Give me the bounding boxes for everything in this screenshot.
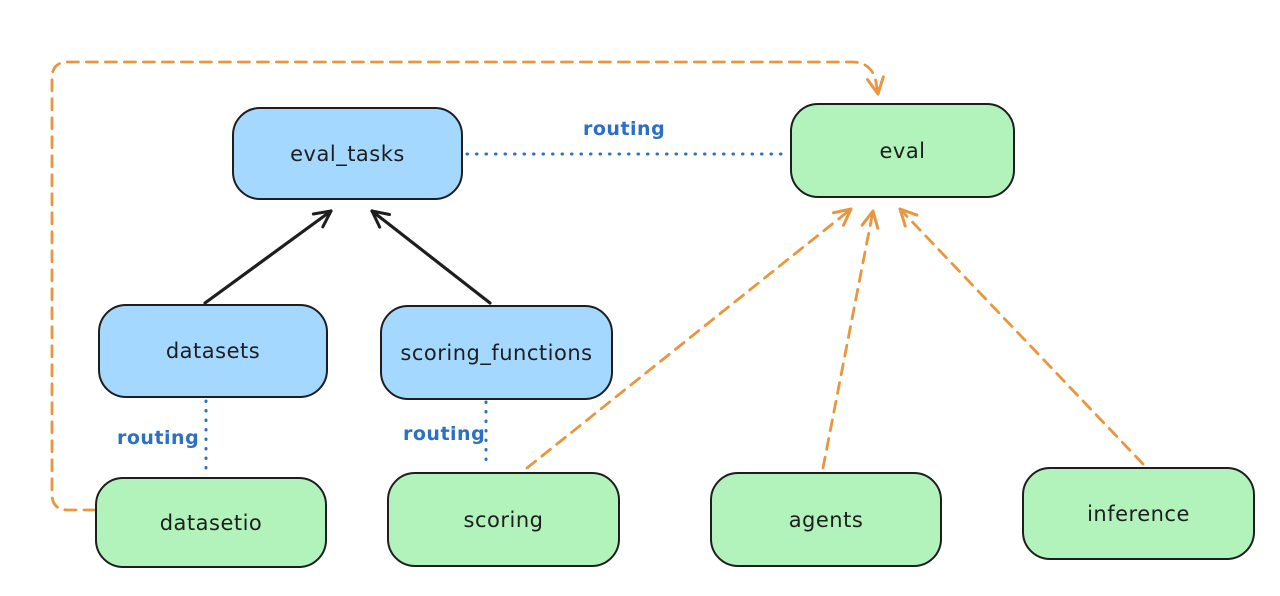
node-datasetio: datasetio bbox=[95, 477, 327, 568]
edge-scoring-to-eval bbox=[525, 207, 853, 470]
edge-datasetio-to-eval bbox=[50, 60, 885, 512]
edge-label-routing-datasets-datasetio: routing bbox=[117, 427, 200, 449]
edge-label-routing-eval-tasks-eval: routing bbox=[583, 118, 666, 140]
node-inference-label: inference bbox=[1087, 501, 1190, 526]
node-scoring-functions: scoring_functions bbox=[380, 305, 613, 400]
node-eval-tasks-label: eval_tasks bbox=[290, 141, 405, 166]
node-scoring: scoring bbox=[387, 472, 620, 567]
node-inference: inference bbox=[1022, 467, 1255, 560]
node-eval-tasks: eval_tasks bbox=[232, 107, 463, 200]
edge-scoring-functions-to-eval-tasks bbox=[370, 209, 492, 305]
node-scoring-functions-label: scoring_functions bbox=[400, 340, 593, 365]
node-scoring-label: scoring bbox=[463, 507, 544, 532]
node-eval-label: eval bbox=[879, 138, 926, 163]
edge-label-routing-scoring-functions-scoring: routing bbox=[403, 423, 486, 445]
edge-datasets-to-eval-tasks bbox=[203, 209, 333, 305]
node-agents-label: agents bbox=[788, 507, 864, 532]
node-agents: agents bbox=[710, 472, 942, 567]
node-eval: eval bbox=[790, 103, 1015, 198]
node-datasetio-label: datasetio bbox=[159, 510, 263, 535]
edge-agents-to-eval bbox=[821, 209, 880, 470]
edge-inference-to-eval bbox=[898, 207, 1145, 466]
node-datasets: datasets bbox=[98, 304, 328, 398]
node-datasets-label: datasets bbox=[165, 339, 261, 363]
